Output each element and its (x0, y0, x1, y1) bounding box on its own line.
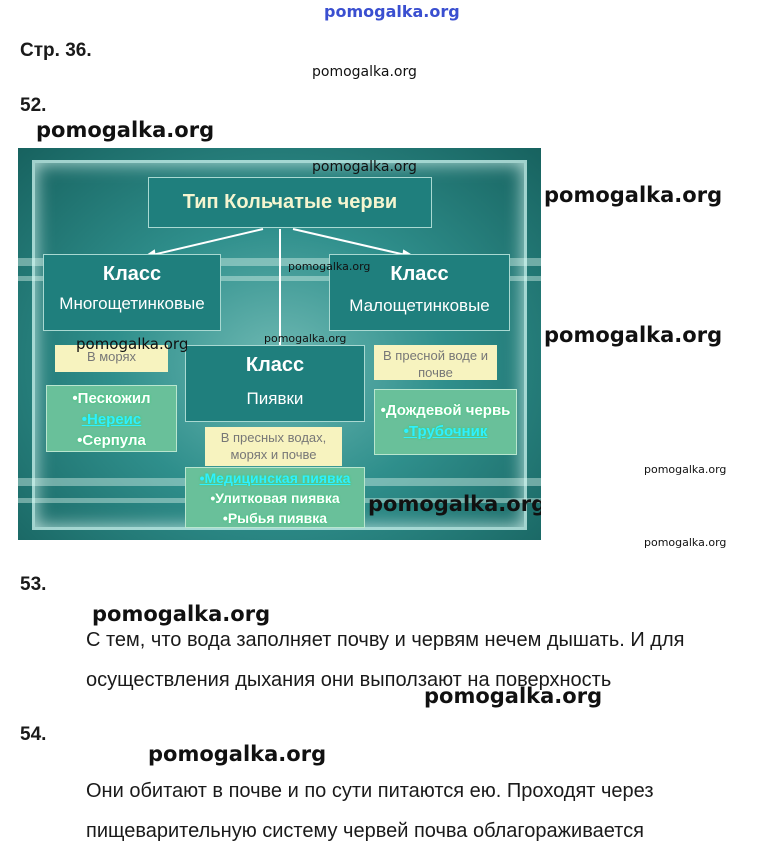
class-box-oligochaeta: Класс Малощетинковые (329, 254, 510, 331)
watermark: pomogalka.org (544, 183, 723, 207)
watermark: pomogalka.org (544, 323, 723, 347)
task-number: 52. (20, 95, 47, 116)
example-link[interactable]: •Трубочник (403, 423, 488, 440)
watermark: pomogalka.org (148, 742, 327, 766)
examples-oligochaeta: •Дождевой червь •Трубочник (374, 389, 517, 455)
watermark: pomogalka.org (92, 602, 271, 626)
class-label: Класс (245, 354, 305, 376)
habitat-leeches: В пресных водах, морях и почве (205, 427, 342, 466)
examples-polychaeta: •Пескожил •Нереис •Серпула (46, 385, 177, 452)
class-name: Малощетинковые (349, 296, 490, 315)
example-item: •Пескожил (72, 390, 151, 407)
class-box-polychaeta: Класс Многощетинковые (43, 254, 221, 331)
example-item: •Дождевой червь (380, 402, 511, 419)
page-label: Стр. 36. (20, 40, 92, 61)
example-item: •Улитковая пиявка (210, 490, 340, 506)
task-number: 53. (20, 574, 47, 595)
watermark: pomogalka.org (644, 536, 727, 549)
watermark: pomogalka.org (324, 2, 460, 21)
class-name: Пиявки (246, 389, 304, 408)
class-label: Класс (102, 263, 162, 285)
task-number: 54. (20, 724, 47, 745)
watermark: pomogalka.org (288, 260, 371, 273)
watermark: pomogalka.org (644, 463, 727, 476)
answer-54: Они обитают в почве и по сути питаются е… (86, 780, 654, 842)
habitat-polychaeta: В морях (55, 345, 168, 372)
watermark: pomogalka.org (368, 492, 541, 516)
example-item: •Рыбья пиявка (222, 510, 328, 526)
class-name: Многощетинковые (59, 294, 205, 313)
example-link[interactable]: •Нереис (81, 411, 142, 428)
diagram-title: Тип Кольчатые черви (148, 177, 432, 228)
watermark: pomogalka.org (76, 335, 189, 353)
watermark: pomogalka.org (424, 684, 603, 708)
answer-53: С тем, что вода заполняет почву и червям… (86, 629, 685, 691)
watermark: pomogalka.org (312, 159, 417, 175)
class-label: Класс (390, 263, 449, 285)
examples-leeches: •Медицинская пиявка •Улитковая пиявка •Р… (185, 467, 365, 528)
annelids-diagram: Тип Кольчатые черви Класс Многощетинковы… (18, 148, 541, 540)
watermark: pomogalka.org (36, 118, 215, 142)
habitat-oligochaeta: В пресной воде и почве (374, 345, 497, 380)
example-item: •Серпула (77, 432, 146, 449)
watermark: pomogalka.org (312, 64, 417, 80)
watermark: pomogalka.org (264, 332, 347, 345)
example-link[interactable]: •Медицинская пиявка (199, 470, 351, 486)
class-box-leeches: Класс Пиявки (185, 345, 365, 422)
